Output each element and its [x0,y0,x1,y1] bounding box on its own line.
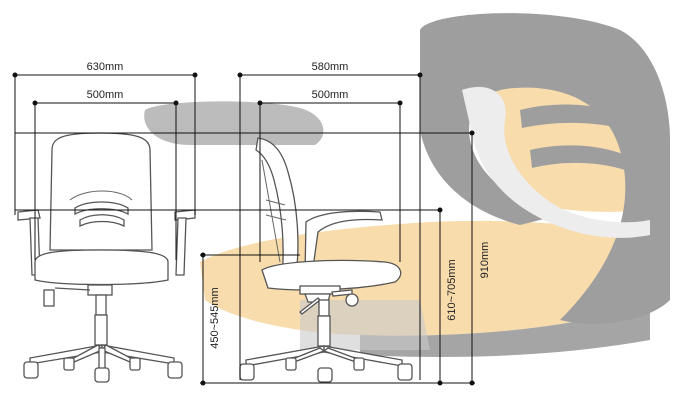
label-total-height: 910mm [479,242,491,279]
dimension-lines [12,72,475,386]
label-side-total-depth: 580mm [312,61,349,73]
label-front-total-width: 630mm [87,61,124,73]
label-side-seat-depth: 500mm [312,89,349,101]
chair-backrest-closeup-icon [144,13,670,358]
chair-side-view-icon [239,137,413,383]
chair-front-view-icon [17,132,196,383]
label-seat-height: 450~545mm [209,287,221,348]
label-arm-height: 610~705mm [446,259,458,320]
label-front-seat-width: 500mm [87,89,124,101]
